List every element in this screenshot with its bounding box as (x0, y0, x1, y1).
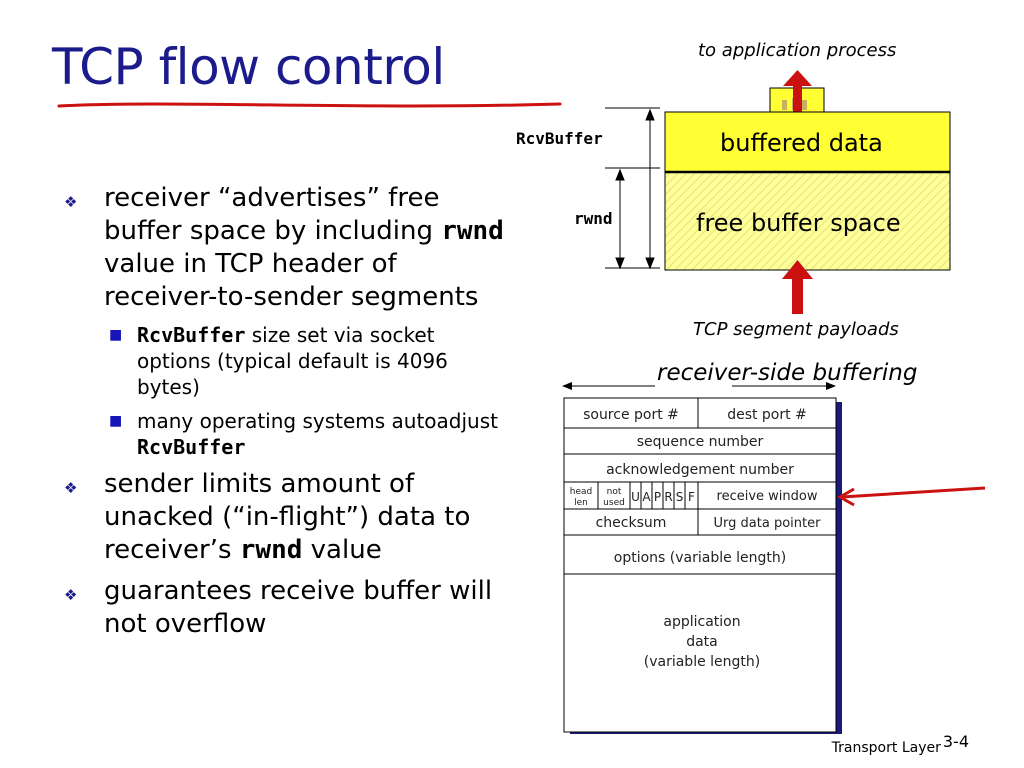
code-rcvbuffer: RcvBuffer (137, 435, 246, 459)
up-arrow-payloads (782, 260, 813, 314)
flag-p: P (654, 490, 661, 504)
rwnd-dimension (605, 167, 660, 270)
code-rwnd: rwnd (239, 535, 303, 565)
app-data-line1: application (663, 614, 740, 630)
receive-window-pointer-arrow (836, 486, 986, 507)
head-len-field-bottom: len (574, 498, 588, 508)
free-buffer-label: free buffer space (696, 209, 901, 237)
up-arrow-to-app (783, 70, 812, 114)
title-underline (57, 102, 562, 108)
sequence-number-field: sequence number (637, 434, 764, 450)
to-application-label: to application process (698, 40, 897, 61)
tcp-segment-header: source port # dest port # sequence numbe… (563, 397, 842, 734)
buffered-data-label: buffered data (720, 129, 883, 157)
source-port-field: source port # (583, 407, 679, 423)
app-data-line3: (variable length) (644, 654, 760, 670)
diamond-bullet-icon: ❖ (64, 586, 78, 604)
page-title: TCP flow control (52, 38, 445, 96)
header-grid (564, 398, 836, 575)
page-number: 3-4 (942, 732, 969, 751)
head-len-field-top: head (570, 487, 592, 497)
options-field: options (variable length) (614, 550, 787, 566)
flag-f: F (688, 490, 695, 504)
subbullet-rcvbuffer-size: ■ RcvBuffer size set via socket options … (109, 322, 514, 400)
dest-port-field: dest port # (727, 407, 807, 423)
flag-r: R (664, 490, 672, 504)
square-bullet-icon: ■ (109, 413, 123, 429)
rwnd-label: rwnd (574, 209, 613, 228)
receiver-side-buffering-caption: receiver-side buffering (657, 360, 918, 386)
flag-u: U (631, 490, 640, 504)
subbullet-autoadjust: ■ many operating systems autoadjust RcvB… (109, 408, 514, 460)
bullet-advertises: ❖ receiver “advertises” free buffer spac… (64, 182, 514, 314)
bullet-guarantees: ❖ guarantees receive buffer will not ove… (64, 575, 514, 641)
code-rwnd: rwnd (441, 216, 504, 246)
receiver-buffer-diagram (605, 70, 951, 314)
ack-number-field: acknowledgement number (606, 462, 794, 478)
subbullet-text: many operating systems autoadjust (137, 409, 498, 433)
diamond-bullet-icon: ❖ (64, 479, 78, 497)
not-used-field-bottom: used (603, 498, 625, 508)
code-rcvbuffer: RcvBuffer (137, 323, 246, 347)
caption-arrows (562, 382, 836, 390)
subbullet-text: size set via socket options (typical def… (137, 323, 448, 399)
flag-a: A (642, 490, 651, 504)
bullet-text: guarantees receive buffer will not overf… (104, 576, 493, 639)
flag-s: S (676, 490, 684, 504)
bullet-text: value (302, 535, 382, 565)
bullet-text: sender limits amount of unacked (“in-fli… (104, 469, 471, 565)
checksum-field: checksum (596, 515, 667, 531)
rcvbuffer-label: RcvBuffer (516, 129, 603, 148)
not-used-field-top: not (607, 487, 622, 497)
receive-window-field: receive window (717, 489, 818, 504)
bullet-sender-limits: ❖ sender limits amount of unacked (“in-f… (64, 468, 514, 567)
app-data-line2: data (686, 634, 718, 650)
rcvbuffer-dimension (605, 107, 660, 270)
square-bullet-icon: ■ (109, 327, 123, 343)
bullet-list: ❖ receiver “advertises” free buffer spac… (64, 182, 514, 649)
tcp-payloads-label: TCP segment payloads (693, 319, 899, 340)
bullet-text: value in TCP header of receiver-to-sende… (104, 249, 479, 312)
diamond-bullet-icon: ❖ (64, 193, 78, 211)
bullet-text: receiver “advertises” free buffer space … (104, 183, 442, 246)
footer-section-label: Transport Layer (831, 740, 941, 756)
urg-pointer-field: Urg data pointer (714, 516, 822, 531)
free-buffer-region (664, 171, 951, 271)
